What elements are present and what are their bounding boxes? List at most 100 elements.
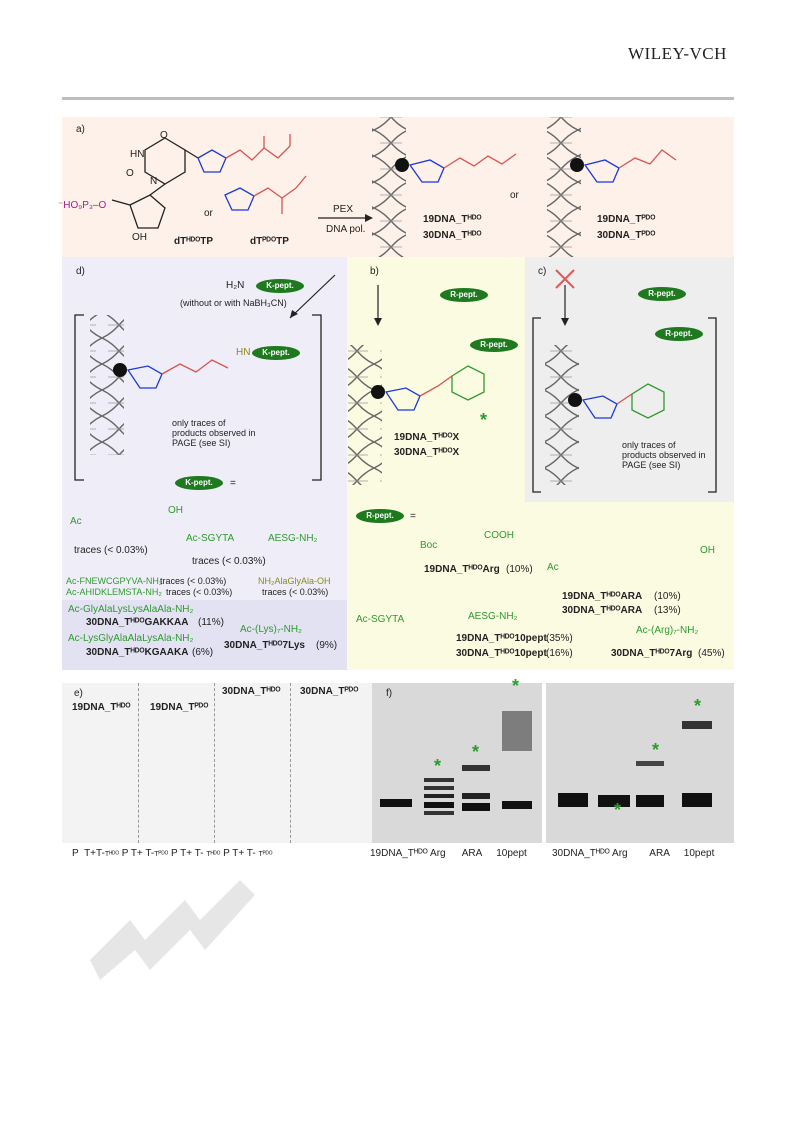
- accepted-watermark: [90, 880, 255, 980]
- lane-label: T-: [96, 848, 105, 859]
- lane-label: P: [223, 848, 230, 859]
- trace-peptide-3: NH₂AlaGlyAla-OH: [258, 576, 331, 586]
- cooh-label: COOH: [484, 530, 514, 541]
- product-ara-30: 30DNA_TᴴᴰᴼARA: [562, 605, 643, 616]
- oh-label-d: OH: [168, 505, 183, 516]
- dna-helix-b: [348, 345, 382, 485]
- gel-title-19hdo: 19DNA_Tᴴᴰᴼ: [72, 702, 131, 713]
- n-label: N: [150, 176, 158, 187]
- ac-label-d: Ac: [70, 516, 82, 527]
- gel-star-2: *: [472, 742, 480, 762]
- lane-labels-e: P T+T-Tᴴᴰᴼ P T+ T-Tᴾᴰᴼ P T+ T- Tᴴᴰᴼ P T+…: [72, 848, 372, 859]
- yield-gakkaa: (11%): [198, 617, 224, 628]
- lane-divider: [214, 683, 215, 843]
- o-label-2: O: [126, 168, 134, 179]
- trace-peptide-3-yield: traces (< 0.03%): [262, 587, 329, 597]
- yield-arg: (10%): [506, 564, 533, 575]
- phosphate-group: ⁻HO₉P₃–O: [58, 200, 107, 211]
- lane-label: T+: [232, 848, 245, 859]
- lane-label: Tᴴᴰᴼ: [206, 851, 221, 858]
- peptide-lys7: Ac-(Lys)₇-NH₂: [240, 624, 302, 635]
- dna-pol-label: DNA pol.: [326, 224, 366, 235]
- dna-helix-a1: [372, 117, 406, 257]
- hn-label-d: HN: [236, 347, 251, 358]
- traces-2: traces (< 0.03%): [192, 556, 266, 567]
- gel-star-1: *: [434, 756, 442, 776]
- seq-sgyta-b: Ac-SGYTA: [356, 614, 405, 625]
- gel-panel-e: [62, 683, 372, 843]
- dna-helix-d: [90, 315, 124, 455]
- panel-b-label: b): [370, 266, 379, 277]
- product-30-hdox: 30DNA_TᴴᴰᴼX: [394, 447, 460, 458]
- gel-star-6: *: [694, 696, 702, 716]
- seq-aesg-b: AESG-NH₂: [468, 611, 518, 622]
- header-rule: [62, 97, 734, 100]
- gel-f-bands: [380, 711, 712, 815]
- panel-f-label: f): [386, 688, 393, 699]
- pex-label: PEX: [333, 204, 354, 215]
- lane-label: T+: [180, 848, 193, 859]
- or-label-2: or: [510, 190, 519, 201]
- publisher-logo: WILEY-VCH: [628, 44, 727, 63]
- lane-label: T-: [194, 848, 204, 859]
- gel-title-30pdo: 30DNA_Tᴾᴰᴼ: [300, 686, 359, 697]
- equals-sign-d: =: [230, 478, 236, 489]
- yield-10pept-30: (16%): [546, 648, 573, 659]
- r-pept-badge-c2: R-pept.: [655, 327, 703, 341]
- lane-label: ARA: [649, 848, 670, 859]
- lane-divider: [138, 683, 139, 843]
- yield-ara-30: (13%): [654, 605, 681, 616]
- product-19-hdox: 19DNA_TᴴᴰᴼX: [394, 432, 460, 443]
- lane-label: 19DNA_Tᴴᴰᴼ: [370, 848, 428, 859]
- oh-label-b: OH: [700, 545, 715, 556]
- panel-c-label: c): [538, 266, 547, 277]
- product-10pept-30: 30DNA_Tᴴᴰᴼ10pept: [456, 648, 547, 659]
- product-19-hdo: 19DNA_Tᴴᴰᴼ: [423, 214, 482, 225]
- trace-peptide-2-yield: traces (< 0.03%): [166, 587, 233, 597]
- lane-label: 10pept: [496, 848, 527, 859]
- boc-label: Boc: [420, 540, 438, 551]
- lane-label: ARA: [461, 848, 483, 859]
- product-10pept-19: 19DNA_Tᴴᴰᴼ10pept: [456, 633, 547, 644]
- panel-d-products: [62, 600, 347, 670]
- oh-label: OH: [132, 232, 147, 243]
- seq-sgyta: Ac-SGYTA: [186, 533, 235, 544]
- panel-d-note: only traces of products observed in PAGE…: [172, 418, 256, 448]
- dna-helix-c: [545, 345, 579, 485]
- peptide-kgaaka: Ac-LysGlyAlaAlaLysAla-NH₂: [68, 633, 194, 644]
- r-pept-badge-c: R-pept.: [638, 287, 686, 301]
- seq-aesg: AESG-NH₂: [268, 533, 318, 544]
- gel-star-5: *: [652, 740, 660, 760]
- dna-helix-a2: [547, 117, 581, 257]
- panel-e-label: e): [74, 688, 83, 699]
- equals-sign-b: =: [410, 511, 416, 522]
- nucleotide-structure-2: [224, 175, 307, 214]
- trace-peptide-1: Ac-FNEWCGPYVA-NH₂: [66, 576, 163, 586]
- product-lys7: 30DNA_Tᴴᴰᴼ7Lys: [224, 640, 305, 651]
- lane-label: Tᴾᴰᴼ: [258, 851, 273, 858]
- k-pept-legend: K-pept.: [175, 476, 223, 490]
- or-label-1: or: [204, 208, 213, 219]
- product-19-pdo: 19DNA_Tᴾᴰᴼ: [597, 214, 656, 225]
- nucleotide-hdo-label: dTᴴᴰᴼTP: [174, 236, 214, 247]
- r-pept-badge-2: R-pept.: [470, 338, 518, 352]
- product-gakkaa: 30DNA_TᴴᴰᴼGAKKAA: [86, 617, 189, 628]
- ac-label-b: Ac: [547, 562, 559, 573]
- panel-a-label: a): [76, 124, 85, 135]
- product-ara-19: 19DNA_TᴴᴰᴼARA: [562, 591, 643, 602]
- gel-star-4: *: [614, 800, 622, 820]
- trace-peptide-2: Ac-AHIDKLEMSTA-NH₂: [66, 587, 162, 597]
- o-label-1: O: [160, 130, 168, 141]
- yield-arg7: (45%): [698, 648, 725, 659]
- lane-label: T+: [84, 848, 97, 859]
- nucleotide-structure-1: [111, 134, 291, 229]
- k-pept-badge-2: K-pept.: [252, 346, 300, 360]
- lane-label: Arg: [612, 848, 628, 859]
- product-arg: 19DNA_TᴴᴰᴼArg: [424, 564, 500, 575]
- lane-label: T-: [246, 848, 256, 859]
- traces-1: traces (< 0.03%): [74, 545, 148, 556]
- lane-labels-f2: 30DNA_Tᴴᴰᴼ Arg ARA 10pept: [552, 848, 714, 859]
- lane-label: 10pept: [683, 848, 715, 859]
- r-pept-legend: R-pept.: [356, 509, 404, 523]
- gel-title-30hdo: 30DNA_Tᴴᴰᴼ: [222, 686, 281, 697]
